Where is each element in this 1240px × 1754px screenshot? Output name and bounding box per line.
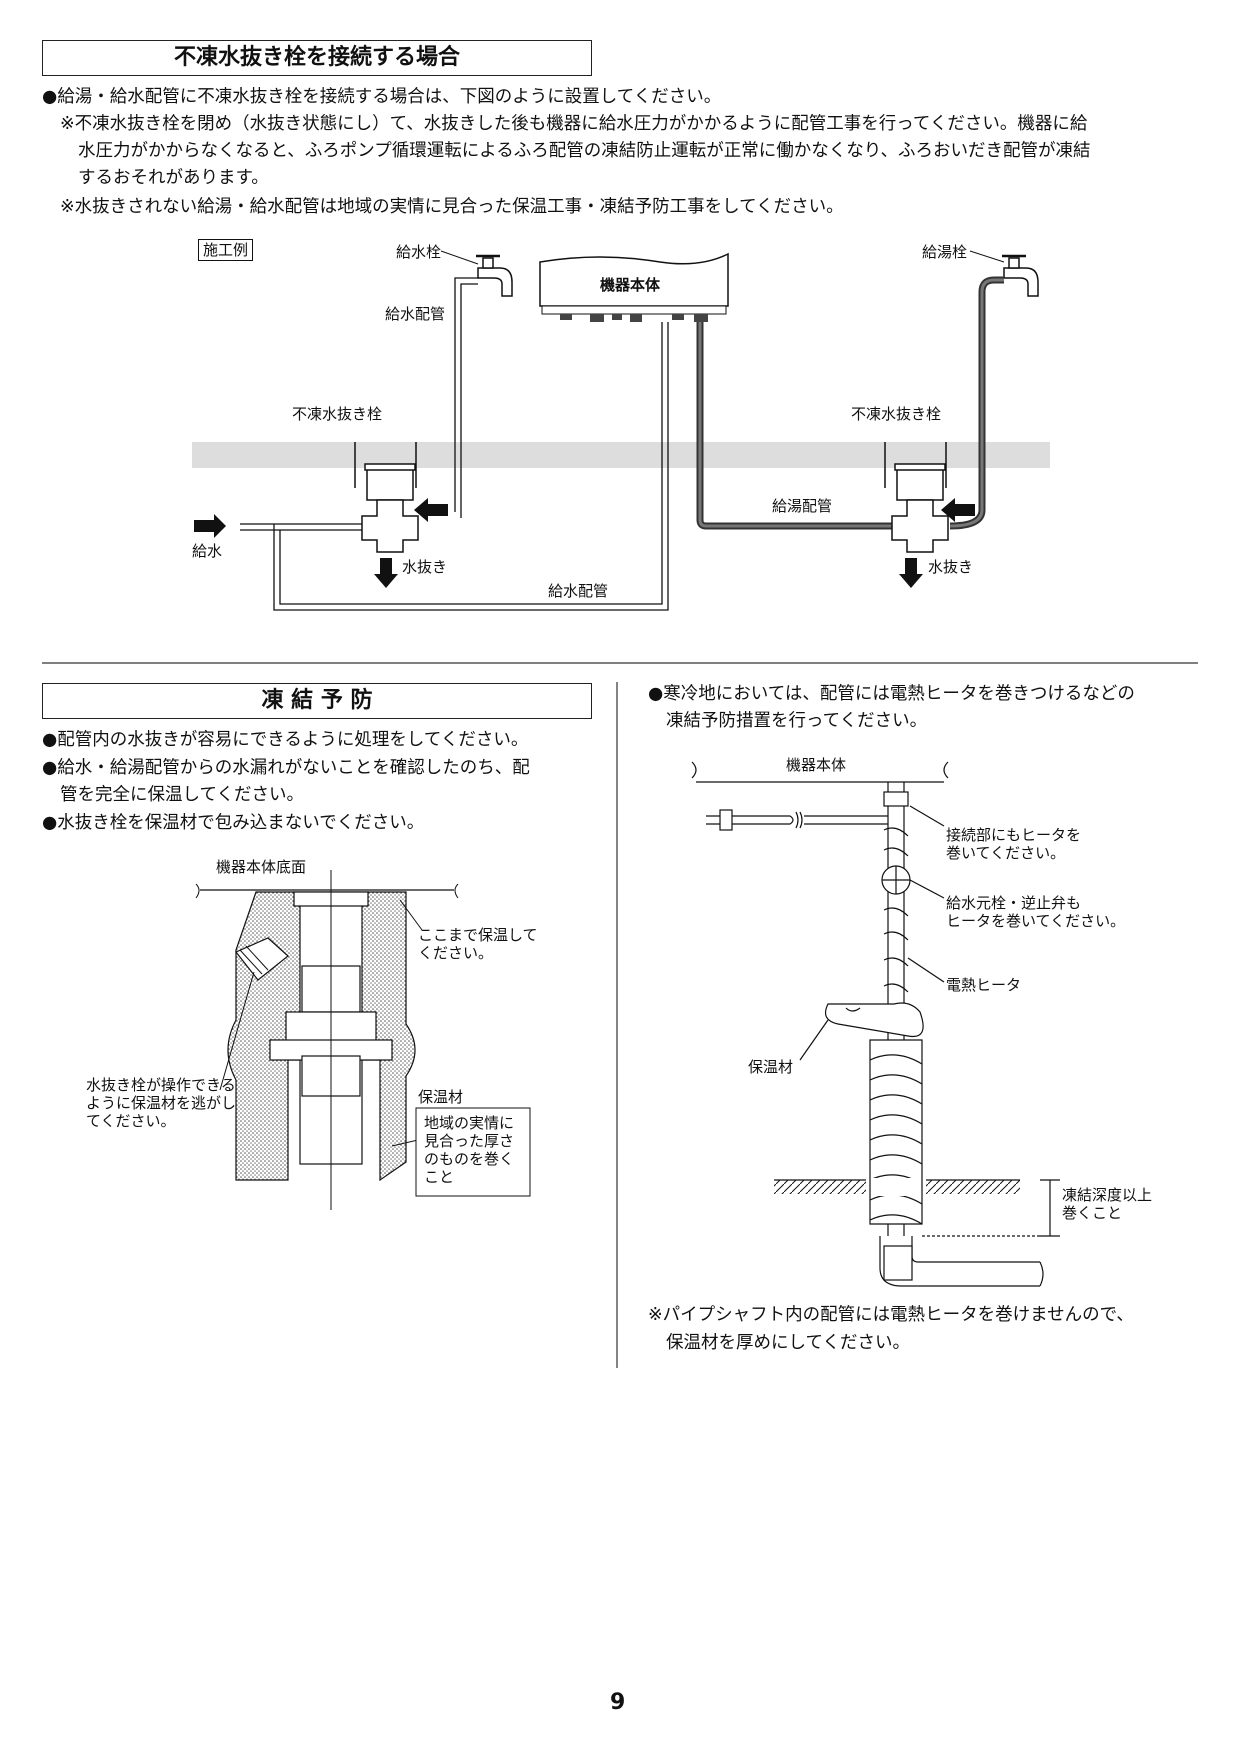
water-pipe-lower-label: 給水配管 — [548, 582, 609, 600]
antifreeze-valve-left-label: 不凍水抜き栓 — [292, 405, 383, 423]
section2-bullet1: ●配管内の水抜きが容易にできるように処理をしてください。 — [42, 730, 529, 750]
antifreeze-valve-left-shape — [361, 463, 419, 553]
section1-note1-line2: 水圧力がかからなくなると、ふろポンプ循環運転によるふろ配管の凍結防止運転が正常に… — [78, 141, 1091, 161]
joint-note-line2: 巻いてください。 — [946, 844, 1066, 862]
water-tap-icon — [476, 254, 513, 297]
note-box-line2: 見合った厚さ — [424, 1132, 515, 1150]
note-box-line3: のものを巻く — [424, 1150, 515, 1168]
section1-note1-line1: ※不凍水抜き栓を閉め（水抜き状態にし）て、水抜きした後も機器に給水圧力がかかるよ… — [60, 114, 1088, 134]
drain-note-line3: てください。 — [86, 1112, 176, 1130]
heater-insulation-label: 保温材 — [748, 1058, 794, 1076]
water-tap-label: 給水栓 — [396, 243, 442, 261]
unit-body-shape — [539, 252, 729, 322]
supply-label: 給水 — [192, 542, 223, 560]
valve-note-line2: ヒータを巻いてください。 — [946, 912, 1126, 930]
section3-note-line1: ※パイプシャフト内の配管には電熱ヒータを巻けませんので、 — [648, 1305, 1134, 1325]
section1-note2: ※水抜きされない給湯・給水配管は地域の実情に見合った保温工事・凍結予防工事をして… — [60, 197, 844, 217]
section3-note-line2: 保温材を厚めにしてください。 — [666, 1333, 910, 1353]
note-box-line1: 地域の実情に — [424, 1114, 515, 1132]
page-number: 9 — [610, 1690, 626, 1715]
heater-unit-label: 機器本体 — [786, 756, 847, 774]
note-box — [415, 1107, 531, 1197]
insulation-label: 保温材 — [418, 1088, 464, 1106]
hot-tap-icon — [1002, 254, 1039, 297]
depth-note-line2: 巻くこと — [1062, 1204, 1123, 1222]
example-label: 施工例 — [198, 239, 254, 261]
water-pipe-upper-label: 給水配管 — [385, 305, 446, 323]
unit-bottom-label: 機器本体底面 — [216, 858, 307, 876]
section1-note1-line3: するおそれがあります。 — [78, 168, 269, 188]
antifreeze-valve-right-label: 不凍水抜き栓 — [851, 405, 942, 423]
hot-tap-label: 給湯栓 — [922, 243, 968, 261]
drain-right-label: 水抜き — [928, 558, 974, 576]
antifreeze-valve-right-shape — [891, 463, 949, 553]
insulation-diagram-shape — [195, 870, 459, 1210]
section-title-freeze-prevention: 凍 結 予 防 — [42, 683, 592, 719]
section2-bullet3: ●水抜き栓を保温材で包み込まないでください。 — [42, 813, 425, 833]
section2-bullet2-line1: ●給水・給湯配管からの水漏れがないことを確認したのち、配 — [42, 758, 530, 778]
section1-bullet: ●給湯・給水配管に不凍水抜き栓を接続する場合は、下図のように設置してください。 — [42, 87, 722, 107]
drain-left-label: 水抜き — [402, 558, 448, 576]
flow-arrows — [194, 498, 975, 588]
heater-label: 電熱ヒータ — [946, 976, 1022, 994]
section2-bullet2-line2: 管を完全に保温してください。 — [60, 785, 304, 805]
insulate-up-to-line2: ください。 — [418, 944, 494, 962]
depth-note-line1: 凍結深度以上 — [1062, 1186, 1153, 1204]
section3-bullet-line2: 凍結予防措置を行ってください。 — [666, 711, 928, 731]
joint-note-line1: 接続部にもヒータを — [946, 826, 1082, 844]
valve-note-line1: 給水元栓・逆止弁も — [946, 894, 1082, 912]
section-title-antifreeze-valve: 不凍水抜き栓を接続する場合 — [42, 40, 592, 76]
hot-pipe-label: 給湯配管 — [772, 497, 833, 515]
insulate-up-to-line1: ここまで保温して — [418, 926, 538, 944]
section3-bullet-line1: ●寒冷地においては、配管には電熱ヒータを巻きつけるなどの — [648, 684, 1135, 704]
note-box-line4: こと — [424, 1168, 455, 1186]
drain-note-line1: 水抜き栓が操作できる — [86, 1076, 236, 1094]
drain-note-line2: ように保温材を逃がし — [86, 1094, 237, 1112]
unit-label: 機器本体 — [600, 276, 661, 294]
